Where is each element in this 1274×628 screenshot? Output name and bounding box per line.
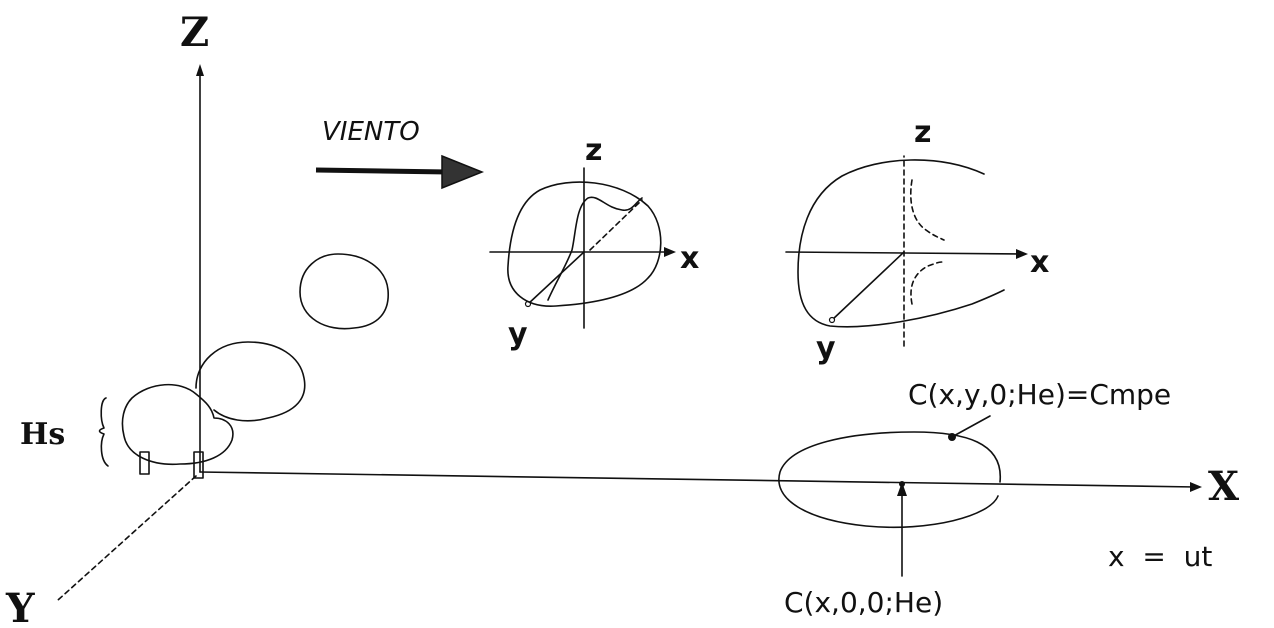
- ground-contour: C(x,y,0;He)=Cmpe C(x,0,0;He) x = ut: [778, 378, 1212, 619]
- main-axes: Z X Y: [5, 9, 1239, 628]
- cs2-y-axis: [831, 251, 905, 321]
- y-axis-line: [57, 475, 197, 601]
- centerline-label: C(x,0,0;He): [784, 586, 943, 619]
- hs-brace: [98, 397, 109, 467]
- z-axis-arrowhead: [196, 64, 204, 76]
- cs2-x-arrowhead: [1016, 249, 1028, 259]
- advection-relation: x = ut: [1108, 540, 1212, 573]
- cs2-y-end: [828, 316, 836, 324]
- stack-leg-left: [139, 451, 150, 475]
- cmpe-leader-line: [949, 415, 991, 439]
- z-axis-label: Z: [180, 9, 209, 56]
- centerline-marker: [899, 481, 905, 487]
- wind-label: VIENTO: [322, 117, 420, 147]
- cs1-y-axis: [527, 251, 585, 305]
- wind-arrow-head: [441, 154, 485, 190]
- x-axis-label: X: [1208, 463, 1239, 510]
- cs1-x-label: x: [680, 241, 699, 276]
- cs2-y-label: y: [816, 331, 836, 366]
- cmpe-marker: [948, 433, 956, 441]
- cs2-plume-outline: [797, 159, 1005, 328]
- cs1-plume-outline: [507, 181, 662, 307]
- source-height-label: Hs: [20, 417, 65, 452]
- wind-indicator: VIENTO: [315, 117, 485, 190]
- cs1-concentration-profile: [547, 196, 643, 301]
- source-puff: [121, 383, 234, 466]
- stack-leg-right: [193, 451, 204, 479]
- ground-contour-ellipse: [778, 431, 1001, 529]
- cross-section-2: z x y: [785, 115, 1049, 366]
- plume-outlines: [195, 253, 389, 422]
- x-axis-line: [199, 471, 1197, 488]
- x-axis-arrowhead: [1190, 482, 1202, 492]
- cs1-z-label: z: [585, 133, 602, 168]
- y-axis-label: Y: [5, 585, 35, 628]
- cs2-profile-lower: [910, 261, 943, 305]
- wind-arrow-shaft: [315, 167, 449, 175]
- plume-outline-small: [195, 341, 306, 422]
- centerline-arrowhead: [897, 482, 907, 496]
- cmpe-label: C(x,y,0;He)=Cmpe: [908, 378, 1171, 411]
- cs2-x-label: x: [1030, 245, 1049, 280]
- cs1-diagonal: [589, 199, 643, 251]
- cross-section-1: z x y: [489, 133, 699, 352]
- plume-outline-medium: [299, 253, 389, 330]
- cs1-y-label: y: [508, 317, 528, 352]
- cs2-z-label: z: [914, 115, 931, 150]
- emission-source: Hs: [20, 383, 234, 479]
- cs1-x-arrowhead: [664, 247, 676, 257]
- cs2-profile-upper: [910, 179, 945, 241]
